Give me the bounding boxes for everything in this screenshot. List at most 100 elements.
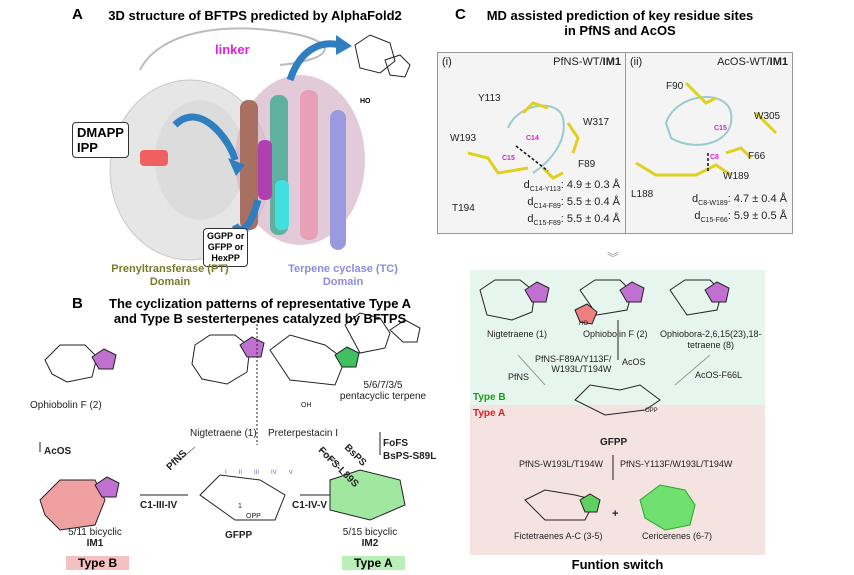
pt-domain-line: Domain [149,276,191,288]
substrate-box: DMAPP IPP [72,122,129,158]
residue-label: F89 [578,159,596,170]
opp-label: OPP [645,408,658,414]
arrow-head [228,158,245,176]
line: MD assisted prediction of key residue si… [486,8,754,23]
enzyme-bsps-s89l: BsPS-S89L [383,451,437,462]
panel-b-title: The cyclization patterns of representati… [90,296,430,326]
gfpp-label: GFPP [225,530,253,541]
numeral: I [225,470,227,476]
arrow-product [231,199,262,234]
tc-helix [300,90,318,240]
atom-label: C15 [714,125,727,132]
chevron-down-icon: ︾ [607,251,619,265]
c1-label: 1 [238,503,242,510]
five-ring [91,348,117,370]
enzyme-fofs: FoFS [383,438,408,449]
oh-label: OH [301,402,312,409]
route-c1-iii-iv: C1-III-IV [140,500,178,511]
mutant-left: PfNS-W193L/T194W [519,459,604,469]
five-ring [94,476,120,498]
type-a-badge: Type A [342,556,405,570]
gfpp-structure [199,474,286,521]
title-line: and Type B sesterterpenes catalyzed by B… [113,311,407,326]
residue-label: W305 [754,111,781,122]
box-title: AcOS-WT/IM1 [717,56,788,68]
panel-c-label: C [455,6,466,23]
ophiobolin-label: Ophiobolin F (2) [30,400,102,411]
pt-domain-line: Prenyltransferase (PT) [111,263,229,275]
fictetraenes-label: Fictetraenes A-C (3-5) [514,531,603,541]
pt-domain-label: Prenyltransferase (PT)Domain [95,263,245,289]
gfpp-structure [574,384,661,416]
gfpp-label: GFPP or [207,242,244,252]
five-ring [704,281,730,303]
route-c1-iv-v: C1-IV-V [292,500,328,511]
product-box: GGPP or GFPP or HexPP [203,228,249,267]
nigtetraene-structure [191,334,251,385]
gfpp-label: GFPP [600,437,628,448]
type-b-badge: Type B [66,556,130,570]
ophiobora-label: Ophiobora-2,6,15(23),18-tetraene (8) [660,329,762,351]
arrow-bsps [319,447,341,467]
distance-row: dC8-W189: 4.7 ± 0.4 Å [692,193,787,208]
ho-label: HO [579,321,588,327]
cericerenes-label: Cericerenes (6-7) [642,531,713,541]
residue-label: F66 [748,151,766,162]
panelB-structures [39,312,421,531]
plus-sign: + [612,508,619,520]
line: PfNS-F89A/Y113F/ [535,354,612,364]
sub: C8-W189 [698,200,728,208]
five-ring [619,281,645,303]
line: W193L/T194W [551,364,612,374]
line: tetraene (8) [687,340,735,350]
sub: C14-Y113 [529,186,561,194]
ophiobolin-label: Ophiobolin F (2) [583,329,648,339]
line: IM1 [86,538,104,549]
residue-sticks [467,101,580,180]
opp-label: OPP [246,513,261,520]
distance-row: dC14-F89: 5.5 ± 0.4 Å [527,196,620,211]
distance-row: dC15-F66: 5.9 ± 0.5 Å [694,210,787,225]
residue-label: L188 [631,189,654,200]
value: 5.5 ± 0.4 Å [566,213,620,226]
ophiobolin-structure [354,34,411,78]
box-tag: (ii) [630,56,643,68]
preterpestacin-label: Preterpestacin I [268,428,339,439]
tc-domain-line: Terpene cyclase (TC) [288,263,398,275]
im1-structure [39,479,106,531]
arrow-head [336,35,352,55]
line: 5/6/7/3/5 [363,380,403,391]
ophiobolin-f-structure [44,344,98,383]
function-switch-caption: Funtion switch [571,557,664,572]
residue-label: T194 [452,203,475,214]
line: pentacyclic terpene [339,391,427,402]
tc-helix [258,140,272,200]
acos-molecule [635,81,778,177]
numeral: III [254,470,260,476]
line: 5/15 bicyclic [342,527,398,538]
substrate-chain [664,96,733,146]
mutant-right: PfNS-Y113F/W193L/T194W [620,459,733,469]
distance-list: dC8-W189: 4.7 ± 0.4 Å dC15-F66: 5.9 ± 0.… [692,193,787,227]
distance-list: dC14-Y113: 4.9 ± 0.3 Å dC14-F89: 5.5 ± 0… [524,179,620,231]
line: Ophiobora-2,6,15(23),18- [660,329,762,339]
linker-label: linker [215,42,250,57]
residue-label: F90 [666,81,684,92]
five-ring [334,346,360,368]
arrow-pfns [179,446,196,461]
value: 5.5 ± 0.4 Å [566,196,620,209]
residue-sticks [635,81,778,177]
residue-label: W189 [723,171,750,182]
type-a-label: Type A [473,408,506,419]
nigtetraene-label: Nigtetraene (1) [190,428,257,439]
hexpp-label: HexPP [211,253,240,263]
tc-domain-line: Domain [322,276,364,288]
numeral: II [238,470,243,476]
panel-a-label: A [72,6,83,23]
nigtetraene-label: Nigtetraene (1) [487,329,548,339]
pt-core [155,100,245,220]
